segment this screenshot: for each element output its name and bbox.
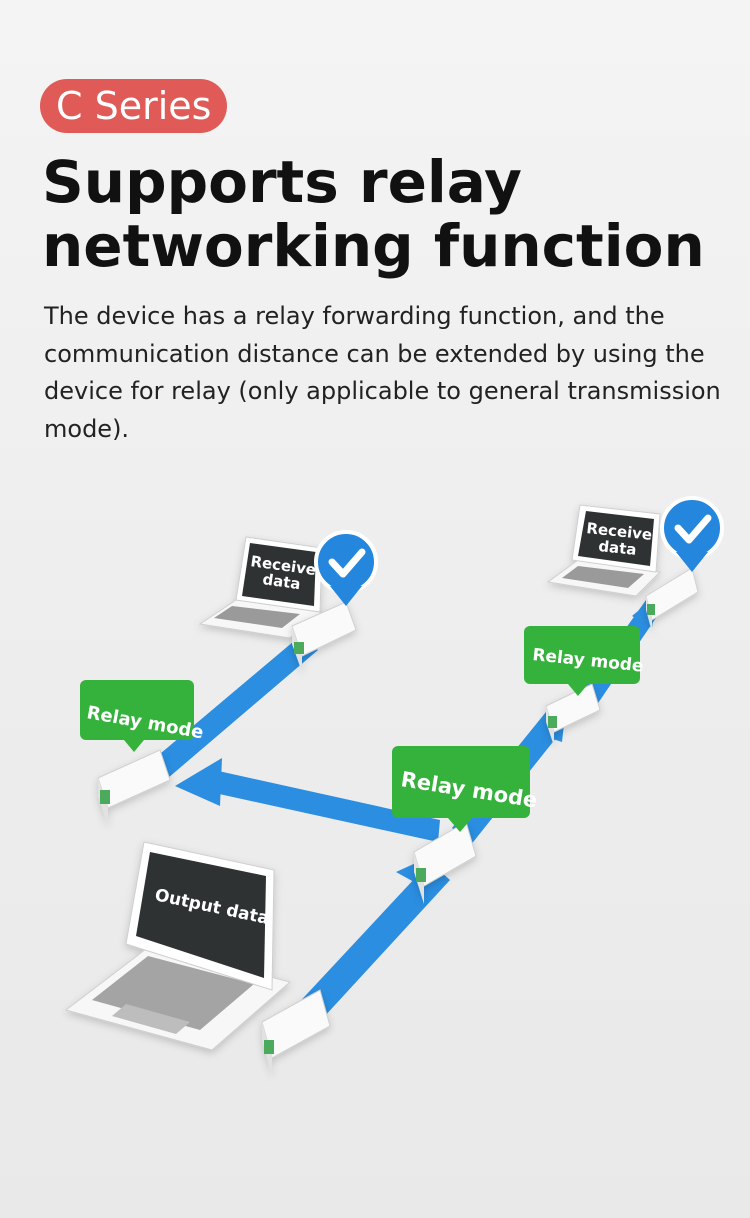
series-badge: C Series bbox=[40, 79, 228, 133]
laptop-icon bbox=[546, 504, 662, 597]
page-title: Supports relay networking function bbox=[42, 148, 705, 280]
beam-left-to-receiver bbox=[148, 636, 318, 778]
receive-text-2b: data bbox=[598, 537, 638, 559]
receive-text-1b: data bbox=[261, 570, 301, 593]
relay-device-icon bbox=[261, 989, 331, 1076]
relay-device-icon bbox=[645, 567, 699, 632]
laptop-icon bbox=[198, 536, 324, 639]
relay-tag-center: Relay mode bbox=[392, 746, 539, 832]
check-badge-icon bbox=[314, 530, 378, 606]
relay-tag-left: Relay mode bbox=[80, 680, 205, 752]
description: The device has a relay forwarding functi… bbox=[44, 302, 721, 443]
beam-arrowhead-left bbox=[175, 758, 222, 806]
relay-device-icon bbox=[97, 749, 171, 826]
relay-device-icon bbox=[413, 821, 477, 904]
laptop-icon bbox=[64, 841, 292, 1051]
relay-device-icon bbox=[291, 601, 357, 672]
beam-output-to-relay bbox=[292, 862, 450, 1030]
relay-tag-right: Relay mode bbox=[524, 626, 644, 696]
beam-relay-to-left bbox=[210, 770, 440, 842]
check-badge-icon bbox=[660, 496, 724, 572]
